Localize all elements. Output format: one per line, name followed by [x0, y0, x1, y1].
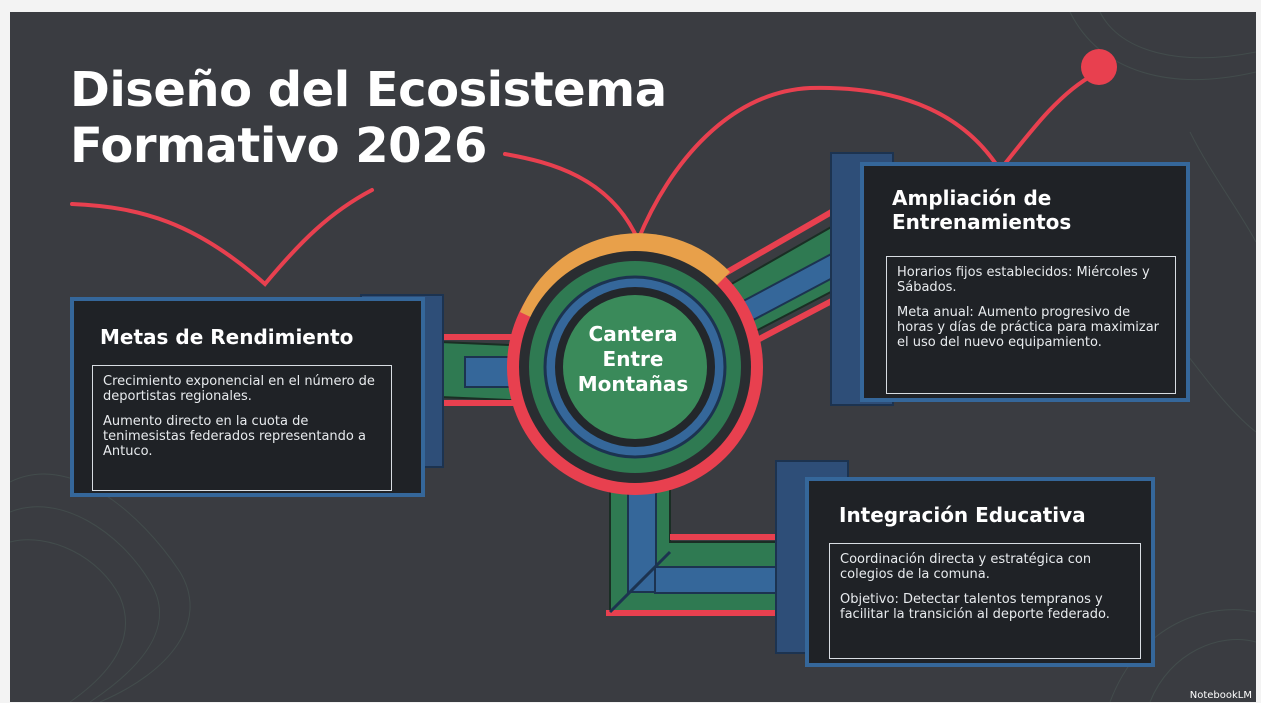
slide: Diseño del Ecosistema Formativo 2026 [10, 12, 1256, 702]
ampliacion-title-line-1: Ampliación de [892, 186, 1052, 210]
hub-label: Cantera Entre Montañas [555, 322, 711, 397]
title-line-2: Formativo 2026 [70, 118, 487, 174]
integracion-card: Integración Educativa Coordinación direc… [805, 477, 1155, 667]
metas-card-body: Crecimiento exponencial en el número de … [92, 365, 392, 491]
title-line-1: Diseño del Ecosistema [70, 62, 667, 118]
connector-curve-right [998, 72, 1097, 172]
ecosystem-diagram [70, 49, 1117, 616]
metas-card: Metas de Rendimiento Crecimiento exponen… [70, 297, 425, 497]
integracion-card-body: Coordinación directa y estratégica con c… [829, 543, 1141, 659]
integracion-card-text-1: Coordinación directa y estratégica con c… [840, 552, 1092, 582]
connector-curve-title [503, 85, 1002, 246]
hub-label-line-1: Cantera [588, 322, 678, 346]
connector-end-dot [1081, 49, 1117, 85]
hub-label-line-2: Entre [602, 347, 664, 371]
metas-card-text-2: Aumento directo en la cuota de tenimesis… [103, 414, 366, 459]
ampliacion-card-text-2: Meta anual: Aumento progresivo de horas … [897, 305, 1160, 350]
ampliacion-card-body: Horarios fijos establecidos: Miércoles y… [886, 256, 1176, 394]
ampliacion-title-line-2: Entrenamientos [892, 210, 1072, 234]
notebooklm-credit: NotebookLM [1189, 690, 1252, 701]
metas-card-title: Metas de Rendimiento [100, 325, 354, 349]
hub-core [563, 295, 707, 439]
topographic-background [10, 12, 1256, 702]
ampliacion-card-text-1: Horarios fijos establecidos: Miércoles y… [897, 265, 1150, 295]
integracion-card-text-2: Objetivo: Detectar talentos tempranos y … [840, 592, 1110, 622]
ampliacion-card-title: Ampliación de Entrenamientos [892, 186, 1071, 234]
pipe-lower [606, 461, 781, 616]
ampliacion-card: Ampliación de Entrenamientos Horarios fi… [860, 162, 1190, 402]
metas-card-text-1: Crecimiento exponencial en el número de … [103, 374, 375, 404]
connector-curve-left [70, 188, 374, 287]
page-title: Diseño del Ecosistema Formativo 2026 [70, 62, 667, 174]
hub-label-line-3: Montañas [577, 372, 689, 396]
integracion-card-title: Integración Educativa [839, 503, 1086, 527]
